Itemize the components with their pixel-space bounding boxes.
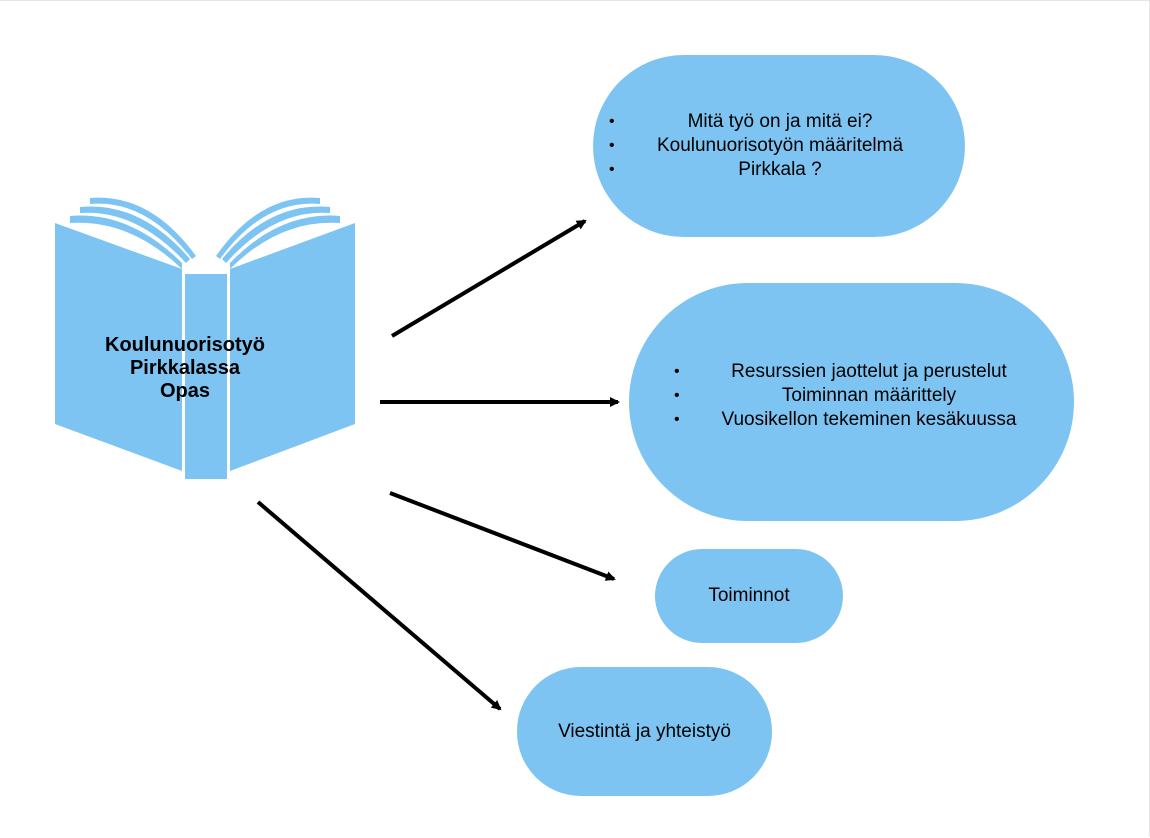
bullet-icon: • [674,363,680,380]
arrow-to-activities [389,491,616,581]
bubble-resources-list: •Resurssien jaottelut ja perustelut •Toi… [629,360,1074,432]
bullet-icon: • [609,137,615,154]
book-right-page-lines [230,215,340,269]
bubble-communication: Viestintä ja yhteistyö [517,667,772,796]
bubble-activities-label: Toiminnot [708,585,790,606]
list-item: •Resurssien jaottelut ja perustelut [674,361,1007,382]
book-left-page [55,223,182,471]
book-right-page [230,223,355,471]
book-title-line-3: Opas [159,380,211,402]
bullet-icon: • [609,113,615,130]
arrow-to-communication [256,500,502,711]
list-item: •Koulunuorisotyön määritelmä [609,135,904,156]
book-left-page-lines [70,215,182,269]
bubble-communication-label: Viestintä ja yhteistyö [558,720,731,742]
bullet-icon: • [674,387,680,404]
book-title-line-1: Koulunuorisotyö [105,334,265,356]
list-item: •Toiminnan määrittely [674,385,957,406]
list-item: •Mitä työ on ja mitä ei? [609,111,873,132]
bubble-definition: •Mitä työ on ja mitä ei? •Koulunuorisoty… [593,55,965,237]
book-title: Koulunuorisotyö Pirkkalassa Opas [80,334,290,403]
book-icon [55,197,355,479]
bubble-resources: •Resurssien jaottelut ja perustelut •Toi… [629,283,1074,521]
arrow-to-definition [390,219,587,338]
book-title-line-2: Pirkkalassa [129,357,241,379]
bullet-icon: • [674,411,680,428]
book-spine [185,274,227,479]
bullet-icon: • [609,161,615,178]
list-item: •Pirkkala ? [609,159,822,180]
bubble-definition-list: •Mitä työ on ja mitä ei? •Koulunuorisoty… [593,110,965,182]
list-item: •Vuosikellon tekeminen kesäkuussa [674,409,1017,430]
bubble-activities: Toiminnot [655,549,843,643]
connector-arrows [256,219,620,711]
